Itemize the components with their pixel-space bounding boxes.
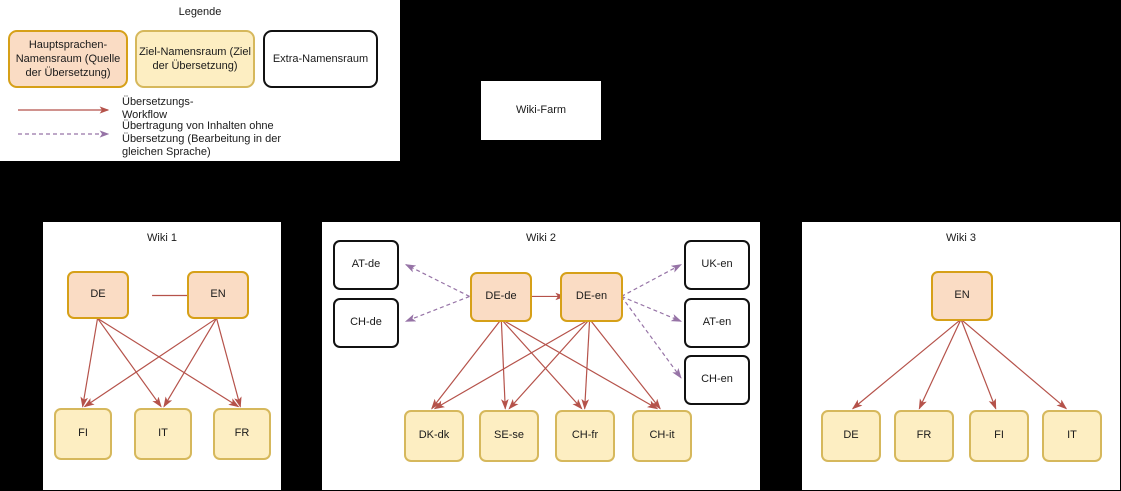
wiki-3-panel: Wiki 3 EN DE FR FI IT [801, 221, 1121, 491]
wiki-2-panel: Wiki 2 [321, 221, 761, 491]
wiki-2-node-uk-en[interactable]: UK-en [684, 240, 750, 290]
legend-label-transfer: Übertragung von Inhalten ohne Übersetzun… [122, 120, 281, 158]
wiki-2-node-ch-fr[interactable]: CH-fr [555, 410, 615, 462]
wiki-3-node-fi[interactable]: FI [969, 410, 1029, 462]
wiki-1-node-en[interactable]: EN [187, 271, 249, 319]
wiki-farm-box: Wiki-Farm [481, 81, 601, 140]
legend-panel: Legende Hauptsprachen-Namensraum (Quelle… [0, 0, 400, 161]
wiki-2-node-ch-it[interactable]: CH-it [632, 410, 692, 462]
wiki-2-node-de-en[interactable]: DE-en [560, 272, 623, 322]
legend-box-ziel: Ziel-Namensraum (Ziel der Übersetzung) [135, 30, 255, 88]
wiki-1-node-fr[interactable]: FR [213, 408, 271, 460]
wiki-1-node-it[interactable]: IT [134, 408, 192, 460]
wiki-2-node-dk-dk[interactable]: DK-dk [404, 410, 464, 462]
wiki-3-node-en[interactable]: EN [931, 271, 993, 321]
wiki-3-node-de[interactable]: DE [821, 410, 881, 462]
wiki-3-node-it[interactable]: IT [1042, 410, 1102, 462]
wiki-2-node-de-de[interactable]: DE-de [470, 272, 532, 322]
legend-box-hauptsprachen: Hauptsprachen-Namensraum (Quelle der Übe… [8, 30, 128, 88]
wiki-2-node-at-de[interactable]: AT-de [333, 240, 399, 290]
wiki-1-panel: Wiki 1 DE EN FI IT FR [42, 221, 282, 491]
wiki-2-node-se-se[interactable]: SE-se [479, 410, 539, 462]
legend-label-workflow: Übersetzungs- Workflow [122, 96, 194, 121]
wiki-2-node-ch-de[interactable]: CH-de [333, 298, 399, 348]
wiki-2-node-ch-en[interactable]: CH-en [684, 355, 750, 405]
wiki-3-title: Wiki 3 [946, 232, 976, 244]
wiki-3-node-fr[interactable]: FR [894, 410, 954, 462]
wiki-1-node-de[interactable]: DE [67, 271, 129, 319]
wiki-1-title: Wiki 1 [147, 232, 177, 244]
legend-box-extra: Extra-Namensraum [263, 30, 378, 88]
wiki-1-node-fi[interactable]: FI [54, 408, 112, 460]
wiki-2-node-at-en[interactable]: AT-en [684, 298, 750, 348]
legend-title: Legende [178, 6, 222, 18]
wiki-2-title: Wiki 2 [526, 232, 556, 244]
